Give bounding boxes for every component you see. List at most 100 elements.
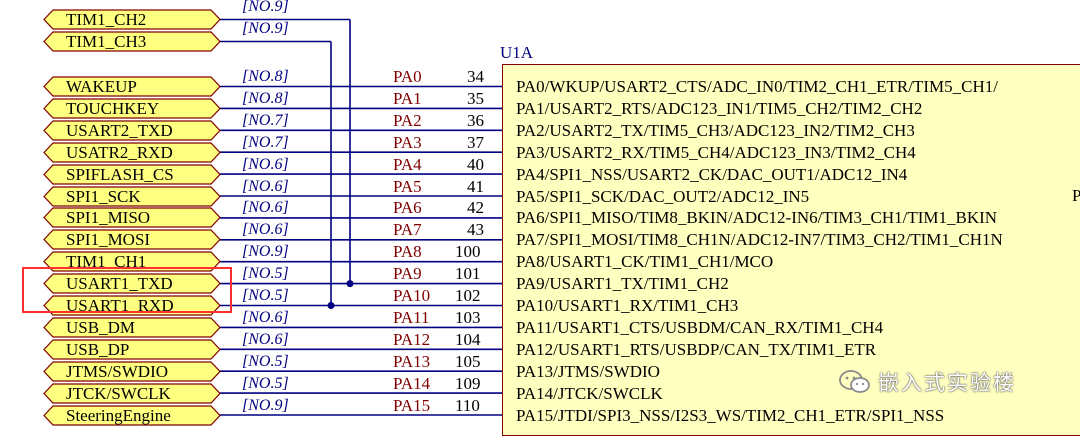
port-pa2: USART2_TXD	[43, 120, 221, 141]
port-label: USART2_TXD	[66, 120, 173, 140]
net-label: [NO.6]	[242, 308, 289, 326]
port-pa1: TOUCHKEY	[43, 98, 221, 119]
pin-function: PA15/JTDI/SPI3_NSS/I2S3_WS/TIM2_CH1_ETR/…	[516, 405, 945, 425]
port-shape	[43, 120, 221, 141]
port-pa12: USB_DP	[43, 339, 221, 360]
mcu-body-u1a	[502, 64, 1080, 436]
pin-number: 41	[467, 176, 484, 196]
net-label: [NO.6]	[242, 177, 289, 195]
port-shape	[43, 229, 221, 250]
pin-function: PA7/SPI1_MOSI/TIM8_CH1N/ADC12-IN7/TIM3_C…	[516, 230, 1003, 250]
port-pa14: JTCK/SWCLK	[43, 382, 221, 404]
pin-number: 36	[467, 110, 484, 130]
port-label: JTMS/SWDIO	[66, 361, 169, 381]
top-net-label: [NO.9]	[242, 20, 289, 37]
pin-number: 42	[467, 198, 484, 218]
pin-number: 34	[467, 67, 484, 86]
port-pa11: USB_DM	[43, 317, 221, 338]
port-shape	[43, 273, 221, 294]
port-shape	[43, 404, 221, 426]
pin-function: PA8/USART1_CK/TIM1_CH1/MCO	[516, 252, 774, 272]
port-shape	[43, 31, 221, 52]
pin-number: 101	[455, 264, 481, 284]
port-shape	[43, 98, 221, 119]
port-pa13: JTMS/SWDIO	[43, 361, 221, 382]
pin-name: PA4	[393, 154, 422, 174]
port-label: USART1_TXD	[66, 274, 173, 294]
port-shape	[43, 361, 221, 382]
port-shape	[43, 382, 221, 404]
port-label: TIM1_CH3	[66, 32, 147, 51]
port-label: USART1_RXD	[66, 296, 174, 315]
net-label: [NO.7]	[242, 111, 289, 129]
chip-edge-letter: P	[1072, 186, 1080, 205]
port-label: TIM1_CH2	[66, 10, 147, 29]
port-label: SPI1_MOSI	[66, 230, 151, 250]
pin-number: 105	[455, 351, 481, 371]
net-label: [NO.5]	[242, 287, 289, 304]
pin-function: PA10/USART1_RX/TIM1_CH3	[516, 296, 739, 315]
port-pa8: TIM1_CH1	[43, 251, 221, 272]
pin-name: PA5	[393, 176, 422, 196]
net-label: [NO.9]	[242, 396, 289, 414]
pin-number: 40	[467, 154, 484, 174]
port-label: SteeringEngine	[66, 405, 171, 425]
port-label: TIM1_CH1	[66, 252, 147, 272]
port-shape	[43, 9, 221, 30]
pin-name: PA6	[393, 198, 422, 218]
pin-name: PA3	[393, 132, 422, 152]
port-pa10: USART1_RXD	[43, 295, 221, 316]
port-pa5: SPI1_SCK	[43, 185, 221, 207]
pin-name: PA0	[393, 67, 422, 86]
pin-name: PA10	[393, 286, 431, 305]
port-label: WAKEUP	[66, 77, 137, 96]
port-shape	[43, 207, 221, 228]
port-label: SPIFLASH_CS	[66, 164, 174, 184]
top-port-2: TIM1_CH3	[43, 31, 221, 52]
port-pa9: USART1_TXD	[43, 273, 221, 294]
pin-number: 104	[455, 329, 481, 349]
pin-function: PA1/USART2_RTS/ADC123_IN1/TIM5_CH2/TIM2_…	[516, 98, 923, 118]
pin-function: PA5/SPI1_SCK/DAC_OUT2/ADC12_IN5	[516, 186, 810, 206]
pin-number: 103	[455, 307, 481, 327]
pin-function: PA11/USART1_CTS/USBDM/CAN_RX/TIM1_CH4	[516, 317, 884, 337]
port-shape	[43, 76, 221, 97]
pin-name: PA14	[393, 373, 431, 393]
pin-number: 110	[455, 395, 480, 415]
pin-name: PA7	[393, 220, 422, 240]
top-net-label: [NO.9]	[242, 0, 289, 15]
component-ref: U1A	[500, 43, 534, 62]
pin-name: PA9	[393, 264, 422, 284]
wechat-icon	[839, 370, 870, 393]
pin-function: PA14/JTCK/SWCLK	[516, 383, 663, 403]
net-label: [NO.5]	[242, 265, 289, 283]
pin-function: PA13/JTMS/SWDIO	[516, 361, 660, 381]
pin-function: PA3/USART2_RX/TIM5_CH4/ADC123_IN3/TIM2_C…	[516, 142, 916, 162]
port-shape	[43, 295, 221, 316]
port-label: USATR2_RXD	[66, 142, 173, 162]
pin-name: PA12	[393, 329, 431, 349]
port-label: SPI1_MISO	[66, 208, 151, 228]
watermark: 嵌入式实验楼	[838, 369, 1016, 395]
watermark-text: 嵌入式实验楼	[878, 371, 1016, 395]
net-label: [NO.6]	[242, 199, 289, 217]
usart1-highlight-box	[22, 267, 232, 313]
net-label: [NO.8]	[242, 89, 289, 107]
pin-number: 102	[455, 286, 481, 305]
pin-number: 37	[467, 132, 484, 152]
net-label: [NO.7]	[242, 133, 289, 151]
pin-number: 109	[455, 373, 481, 393]
port-shape	[43, 317, 221, 338]
port-label: JTCK/SWCLK	[66, 383, 171, 403]
port-shape	[43, 142, 221, 163]
net-label: [NO.6]	[242, 155, 289, 173]
port-pa3: USATR2_RXD	[43, 142, 221, 163]
top-port-1: TIM1_CH2	[43, 9, 221, 30]
net-label: [NO.5]	[242, 352, 289, 370]
pin-function: PA4/SPI1_NSS/USART2_CK/DAC_OUT1/ADC12_IN…	[516, 164, 908, 184]
net-label: [NO.6]	[242, 330, 289, 348]
port-shape	[43, 163, 221, 185]
pin-name: PA2	[393, 110, 422, 130]
